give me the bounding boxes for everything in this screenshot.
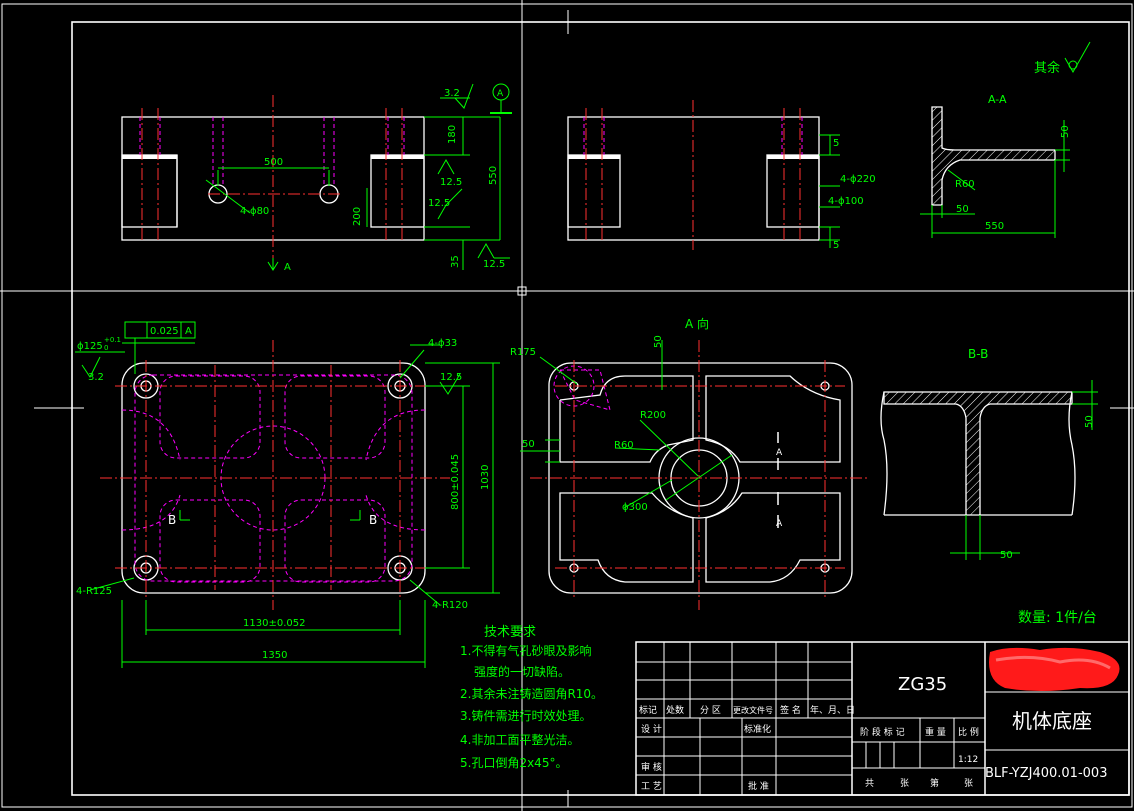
tb-label-sign: 签 名 <box>780 704 801 716</box>
tech-item-4: 3.铸件需进行时效处理。 <box>460 708 591 723</box>
tb-label-sheets: 张 <box>900 778 909 789</box>
section-a-a: A-A 50 R60 50 550 <box>920 93 1071 238</box>
view-a-title: A 向 <box>685 316 709 331</box>
side-dim-5-bottom: 5 <box>833 240 839 251</box>
section-aa-dim-50-bottom: 50 <box>956 204 969 215</box>
tb-label-process: 工 艺 <box>641 781 662 792</box>
front-view: 500 4-ϕ80 180 550 200 35 A 3.2 12.5 12.5… <box>121 83 512 273</box>
roughness-rest-note: 其余 <box>1034 41 1091 76</box>
sheet-border <box>1 3 1134 808</box>
front-roughness-3: 12.5 <box>428 198 450 209</box>
view-a-r60: R60 <box>614 440 634 451</box>
plan-roughness-12.5: 12.5 <box>440 372 462 383</box>
plan-dim-800: 800±0.045 <box>450 454 461 510</box>
front-datum-label: A <box>497 89 504 99</box>
plan-geom-tol-datum: A <box>185 326 192 337</box>
view-a-r175: R175 <box>510 347 536 358</box>
tb-label-change-doc: 更改文件号 <box>733 705 773 715</box>
front-dim-180: 180 <box>447 125 458 144</box>
tb-label-zone: 分 区 <box>700 705 721 716</box>
tb-label-stage: 阶 段 标 记 <box>860 726 905 738</box>
tech-item-2: 强度的一切缺陷。 <box>474 664 570 679</box>
section-aa-dim-50-right: 50 <box>1060 125 1071 138</box>
tb-label-sheet-unit: 张 <box>964 778 973 789</box>
scale-value: 1:12 <box>958 755 978 765</box>
plan-dim-1130: 1130±0.052 <box>243 618 305 629</box>
front-roughness-2: 12.5 <box>440 177 462 188</box>
front-roughness-4: 12.5 <box>483 259 505 270</box>
front-dim-200: 200 <box>352 207 363 226</box>
plan-tol-lower: 0 <box>104 344 108 352</box>
tb-label-ratio: 比 例 <box>958 726 979 738</box>
approval-stamp <box>989 647 1120 691</box>
plan-dim-1030: 1030 <box>480 465 491 490</box>
side-view: 5 4-ϕ220 4-ϕ100 5 <box>567 100 876 251</box>
front-dim-35: 35 <box>450 255 461 268</box>
quantity-label: 数量: 1件/台 <box>1018 610 1097 626</box>
front-roughness-1: 3.2 <box>444 88 460 99</box>
tb-label-weight: 重 量 <box>925 726 946 738</box>
section-aa-r60: R60 <box>955 179 975 190</box>
tb-label-count: 处数 <box>666 704 684 716</box>
side-dim-4phi100: 4-ϕ100 <box>828 196 864 207</box>
tech-item-5: 4.非加工面平整光洁。 <box>460 732 579 747</box>
plan-section-b-left: B <box>168 513 176 527</box>
plan-roughness-3.2: 3.2 <box>88 372 104 383</box>
section-bb-dim-50-right: 50 <box>1084 415 1095 428</box>
tech-item-1: 1.不得有气孔砂眼及影响 <box>460 643 591 658</box>
plan-tol-upper: +0.1 <box>104 336 121 344</box>
tb-label-standard: 标准化 <box>744 723 771 735</box>
tb-label-sheet-no: 第 <box>930 777 939 789</box>
plan-dim-4r125: 4-R125 <box>76 586 112 597</box>
drawing-number: BLF-YZJ400.01-003 <box>985 766 1107 781</box>
tb-label-mark: 标记 <box>639 704 657 716</box>
view-a: A 向 R175 50 50 R200 R60 ϕ300 A A <box>510 316 870 610</box>
view-a-dim-50-left: 50 <box>522 439 535 450</box>
part-name: 机体底座 <box>1012 709 1092 733</box>
tech-title: 技术要求 <box>484 625 536 640</box>
view-a-r200: R200 <box>640 410 666 421</box>
roughness-rest-label: 其余 <box>1034 60 1060 76</box>
section-b-b: B-B 50 50 <box>880 347 1098 561</box>
section-aa-dim-550: 550 <box>985 221 1004 232</box>
quantity-note: 数量: 1件/台 <box>1018 610 1097 626</box>
tb-label-approve: 批 准 <box>748 780 769 792</box>
material-value: ZG35 <box>898 674 947 695</box>
tb-label-review: 审 核 <box>641 761 662 773</box>
tb-label-design: 设 计 <box>641 723 662 735</box>
plan-section-b-right: B <box>369 513 377 527</box>
view-a-section-a-top: A <box>776 448 783 458</box>
title-block: ZG35 机体底座 BLF-YZJ400.01-003 1:12 标记 处数 分… <box>635 641 1130 796</box>
tech-item-6: 5.孔口倒角2x45°。 <box>460 756 567 770</box>
plan-dim-phi125: ϕ125 <box>77 341 103 352</box>
plan-view: ϕ125 +0.1 0 3.2 0.025 A 4-ϕ33 12.5 1030 … <box>75 321 500 668</box>
tb-label-total: 共 <box>865 778 874 789</box>
plan-dim-4phi33: 4-ϕ33 <box>428 338 457 349</box>
tech-item-3: 2.其余未注铸造圆角R10。 <box>460 686 603 701</box>
front-dim-4phi80: 4-ϕ80 <box>240 206 269 217</box>
front-dim-500: 500 <box>264 157 283 168</box>
view-a-section-a-bottom: A <box>776 519 783 529</box>
front-dim-550: 550 <box>488 166 499 185</box>
side-dim-4phi220: 4-ϕ220 <box>840 174 876 185</box>
plan-dim-1350: 1350 <box>262 650 287 661</box>
view-a-phi300: ϕ300 <box>622 502 648 513</box>
side-dim-5-top: 5 <box>833 138 839 149</box>
front-section-a-label: A <box>284 262 291 273</box>
view-a-dim-50-top: 50 <box>653 335 664 348</box>
plan-geom-tol-value: 0.025 <box>150 326 179 337</box>
section-bb-dim-50-bottom: 50 <box>1000 550 1013 561</box>
section-aa-title: A-A <box>988 93 1007 106</box>
plan-dim-4r120: 4-R120 <box>432 600 468 611</box>
technical-requirements: 技术要求 1.不得有气孔砂眼及影响 强度的一切缺陷。 2.其余未注铸造圆角R10… <box>460 625 603 770</box>
section-bb-title: B-B <box>968 347 988 361</box>
tb-label-date: 年、月、日 <box>810 704 855 716</box>
